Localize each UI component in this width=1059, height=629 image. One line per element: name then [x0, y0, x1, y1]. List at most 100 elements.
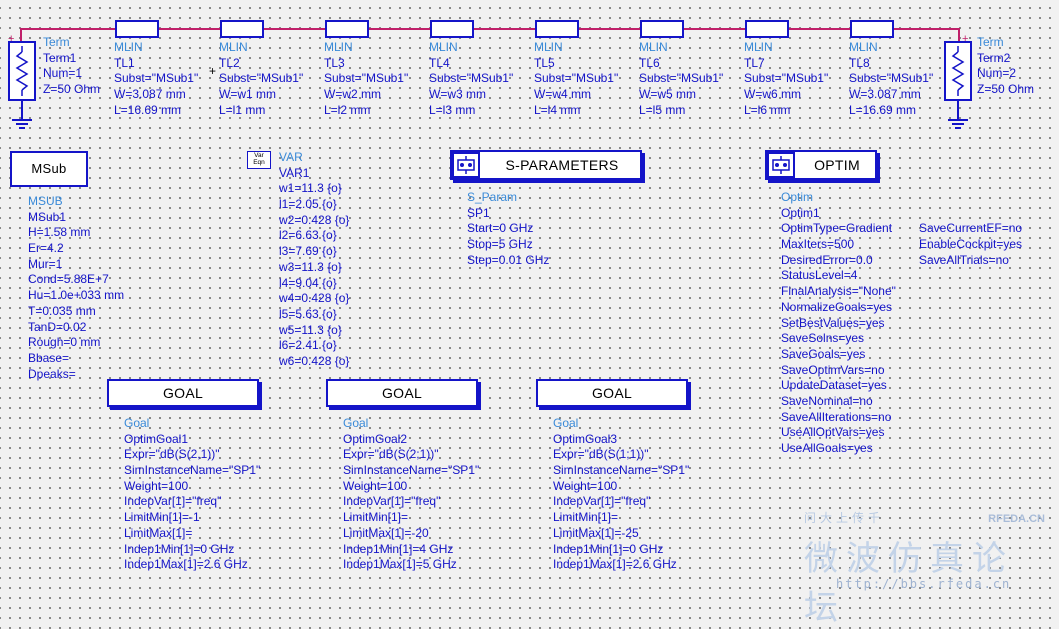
mlin-tl4-label[interactable]: MLIN TL4 Subst="MSub1" W=w3 mm L=l3 mm — [429, 40, 513, 118]
goal3-properties[interactable]: Goal OptimGoal3 Expr="dB(S(1;1))" SimIns… — [553, 416, 689, 573]
goal1-label: GOAL — [162, 385, 204, 401]
mlin-tl6-w: W=w5 mm — [639, 87, 696, 102]
optim-prop: SetBestValues=yes — [781, 315, 885, 330]
msub-prop: TanD=0.02 — [28, 319, 87, 334]
var-properties[interactable]: VAR VAR1 w1=11.3 {o} l1=2.05 {o} w2=0.42… — [279, 150, 349, 370]
goal1-prop: SimInstanceName="SP1" — [124, 463, 261, 478]
term1-wire[interactable] — [20, 28, 22, 44]
mlin-tl1-symbol[interactable] — [115, 20, 159, 38]
term1-label[interactable]: Term Term1 Num=1 Z=50 Ohm — [43, 35, 100, 98]
mlin-tl7-subst: Subst="MSub1" — [744, 71, 829, 86]
msub-head: MSUB — [28, 194, 63, 208]
goal3-prop: Indep1Max[1]=2.6 GHz — [553, 557, 677, 572]
sparameters-head: S_Param — [467, 190, 518, 204]
sparameters-prop: Start=0 GHz — [467, 221, 534, 236]
goal2-prop: LimitMax[1]=-20 — [343, 525, 429, 540]
sparameters-icon — [452, 152, 480, 178]
mlin-tl4-w: W=w3 mm — [429, 87, 486, 102]
mlin-tl7-type: MLIN — [744, 40, 773, 54]
mlin-tl5-symbol[interactable] — [535, 20, 579, 38]
goal1-properties[interactable]: Goal OptimGoal1 Expr="dB(S(2,1))" SimIns… — [124, 416, 260, 573]
msub-properties[interactable]: MSUB MSub1 H=1.58 mm Er=4.2 Mur=1 Cond=5… — [28, 194, 124, 382]
goal1-prop: Weight=100 — [124, 478, 189, 493]
goal2-prop: SimInstanceName="SP1" — [343, 463, 480, 478]
optim-properties-col2[interactable]: SaveCurrentEF=no EnableCockpit=yes SaveA… — [919, 221, 1022, 268]
mlin-tl1-label[interactable]: MLIN TL1 Subst="MSub1" W=3.087 mm L=16.6… — [114, 40, 198, 118]
goal1-prop: LimitMin[1]=-1 — [124, 510, 200, 525]
mlin-tl8-label[interactable]: MLIN TL8 Subst="MSub1" W=3.087 mm L=16.6… — [849, 40, 933, 118]
optim-prop: SaveGoals=yes — [781, 346, 866, 361]
optim-properties[interactable]: Optim Optim1 OptimType=Gradient MaxIters… — [781, 190, 896, 457]
mlin-tl4-symbol[interactable] — [430, 20, 474, 38]
signal-wire[interactable] — [20, 28, 960, 30]
goal3-prop: LimitMax[1]=-25 — [553, 525, 639, 540]
goal1-prop: OptimGoal1 — [124, 431, 189, 446]
mlin-tl6-l: L=l5 mm — [639, 102, 686, 117]
goal3-prop: Indep1Min[1]=0 GHz — [553, 541, 664, 556]
goal3-prop: LimitMin[1]= — [553, 510, 619, 525]
var-prop: w3=11.3 {o} — [279, 259, 342, 274]
optim-prop: SaveAllTrials=no — [919, 252, 1009, 267]
goal2-properties[interactable]: Goal OptimGoal2 Expr="dB(S(2;1))" SimIns… — [343, 416, 479, 573]
term1-z: Z=50 Ohm — [43, 82, 101, 97]
mlin-tl3-l: L=l2 mm — [324, 102, 371, 117]
msub-prop: Er=4.2 — [28, 241, 64, 256]
var-head: VAR — [279, 150, 303, 164]
sparameters-prop: SP1 — [467, 205, 490, 220]
mlin-tl5-label[interactable]: MLIN TL5 Subst="MSub1" W=w4 mm L=l4 mm — [534, 40, 618, 118]
mlin-tl6-label[interactable]: MLIN TL6 Subst="MSub1" W=w5 mm L=l5 mm — [639, 40, 723, 118]
mlin-tl7-label[interactable]: MLIN TL7 Subst="MSub1" W=w6 mm L=l6 mm — [744, 40, 828, 118]
mlin-tl2-symbol[interactable] — [220, 20, 264, 38]
mlin-tl7-w: W=w6 mm — [744, 87, 801, 102]
var-prop: w6=0.428 {o} — [279, 353, 350, 368]
mlin-tl2-w: W=w1 mm — [219, 87, 276, 102]
term2-wire[interactable] — [958, 28, 960, 44]
var-prop: l6=2.41 {o} — [279, 338, 337, 353]
var-eqn-icon[interactable]: Var Eqn — [247, 151, 271, 169]
term2-num: Num=2 — [977, 66, 1017, 81]
goal3-prop: IndepVar[1]="freq" — [553, 494, 651, 509]
goal3-block[interactable]: GOAL — [536, 379, 688, 407]
mlin-tl3-symbol[interactable] — [325, 20, 369, 38]
term2-symbol[interactable] — [942, 40, 974, 132]
mlin-tl1-name: TL1 — [114, 55, 135, 70]
mlin-tl4-type: MLIN — [429, 40, 458, 54]
goal2-block[interactable]: GOAL — [326, 379, 478, 407]
mlin-tl8-name: TL8 — [849, 55, 870, 70]
mlin-tl1-type: MLIN — [114, 40, 143, 54]
term1-num: Num=1 — [43, 66, 83, 81]
mlin-tl6-symbol[interactable] — [640, 20, 684, 38]
sparameters-prop: Stop=5 GHz — [467, 237, 533, 252]
term1-symbol[interactable] — [6, 40, 38, 132]
mlin-tl3-subst: Subst="MSub1" — [324, 71, 409, 86]
goal2-head: Goal — [343, 416, 369, 430]
sparameters-block[interactable]: S-PARAMETERS — [450, 150, 642, 180]
goal2-label: GOAL — [381, 385, 423, 401]
goal1-prop: Indep1Max[1]=2.6 GHz — [124, 557, 248, 572]
msub-prop: Mur=1 — [28, 256, 63, 271]
sparameters-prop: Step=0.01 GHz — [467, 252, 550, 267]
optim-icon — [767, 152, 795, 178]
mlin-tl8-l: L=16.69 mm — [849, 102, 917, 117]
mlin-tl4-name: TL4 — [429, 55, 450, 70]
sparameters-properties[interactable]: S_Param SP1 Start=0 GHz Stop=5 GHz Step=… — [467, 190, 549, 268]
var-prop: w2=0.428 {o} — [279, 212, 350, 227]
mlin-tl8-type: MLIN — [849, 40, 878, 54]
mlin-tl5-w: W=w4 mm — [534, 87, 591, 102]
optim-prop: EnableCockpit=yes — [919, 237, 1023, 252]
term2-label[interactable]: Term Term2 Num=2 Z=50 Ohm — [977, 35, 1034, 98]
msub-block[interactable]: MSub — [10, 151, 88, 187]
optim-prop: SaveAllIterations=no — [781, 409, 892, 424]
optim-label: OPTIM — [814, 157, 860, 173]
mlin-tl3-label[interactable]: MLIN TL3 Subst="MSub1" W=w2 mm L=l2 mm — [324, 40, 408, 118]
optim-prop: FinalAnalysis="None" — [781, 284, 896, 299]
goal1-prop: Expr="dB(S(2,1))" — [124, 447, 220, 462]
mlin-tl2-label[interactable]: MLIN TL2 Subst="MSub1" W=w1 mm L=l1 mm — [219, 40, 303, 118]
var-prop: l1=2.05 {o} — [279, 197, 337, 212]
mlin-tl7-symbol[interactable] — [745, 20, 789, 38]
mlin-tl6-type: MLIN — [639, 40, 668, 54]
mlin-tl8-symbol[interactable] — [850, 20, 894, 38]
goal1-block[interactable]: GOAL — [107, 379, 259, 407]
goal3-prop: Expr="dB(S(1;1))" — [553, 447, 649, 462]
